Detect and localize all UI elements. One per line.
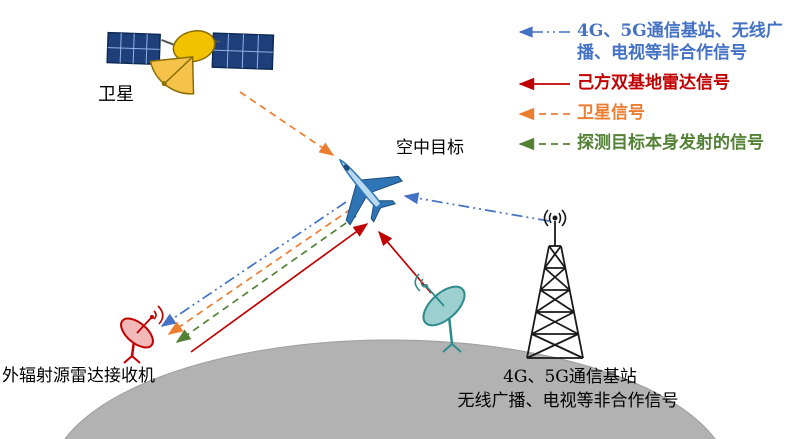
ground-dish-icon xyxy=(414,273,466,353)
plane-to-receiver-noncoop-arrow xyxy=(160,201,347,327)
receiver-to-plane-radar-arrow xyxy=(190,223,369,353)
dish-to-plane-radar-arrow xyxy=(378,230,432,294)
plane-to-receiver-satellite-arrow xyxy=(167,208,352,335)
legend-arrow-dashdot-blue-icon xyxy=(518,26,570,38)
legend-item-noncoop-signal: 4G、5G通信基站、无线广播、电视等非合作信号 xyxy=(508,20,790,64)
legend-item-satellite-signal: 卫星信号 xyxy=(508,102,790,124)
legend-label-target-emission: 探测目标本身发射的信号 xyxy=(577,133,764,153)
legend-arrow-dashed-green-icon xyxy=(518,137,570,151)
legend-item-radar-signal: 己方双基地雷达信号 xyxy=(508,72,790,94)
legend-label-noncoop-signal: 4G、5G通信基站、无线广播、电视等非合作信号 xyxy=(577,21,783,63)
receiver-antenna-icon xyxy=(120,305,164,364)
airplane-icon xyxy=(339,158,404,226)
legend-item-target-emission: 探测目标本身发射的信号 xyxy=(508,132,790,154)
legend-arrow-solid-red-icon xyxy=(518,77,570,91)
tower-antenna-icon xyxy=(543,209,567,246)
base-station-label-line2: 无线广播、电视等非合作信号 xyxy=(457,391,679,411)
satellite-label: 卫星 xyxy=(98,84,134,105)
legend: 4G、5G通信基站、无线广播、电视等非合作信号 己方双基地雷达信号 卫星信号 探… xyxy=(508,20,790,162)
ground-terrain xyxy=(64,339,716,439)
satellite-to-plane-arrow xyxy=(239,91,335,156)
tower-to-plane-arrow xyxy=(403,192,550,222)
legend-label-radar-signal: 己方双基地雷达信号 xyxy=(577,73,730,93)
satellite-icon xyxy=(106,30,275,95)
base-station-label-line1: 4G、5G通信基站 xyxy=(503,367,637,387)
receiver-label: 外辐射源雷达接收机 xyxy=(2,366,155,386)
cell-tower-icon xyxy=(526,209,584,359)
plane-to-receiver-emission-arrow xyxy=(175,215,357,343)
signal-arrows xyxy=(160,91,550,353)
legend-label-satellite-signal: 卫星信号 xyxy=(577,103,645,123)
air-target-label: 空中目标 xyxy=(396,138,464,158)
legend-arrow-dashed-orange-icon xyxy=(518,107,570,121)
